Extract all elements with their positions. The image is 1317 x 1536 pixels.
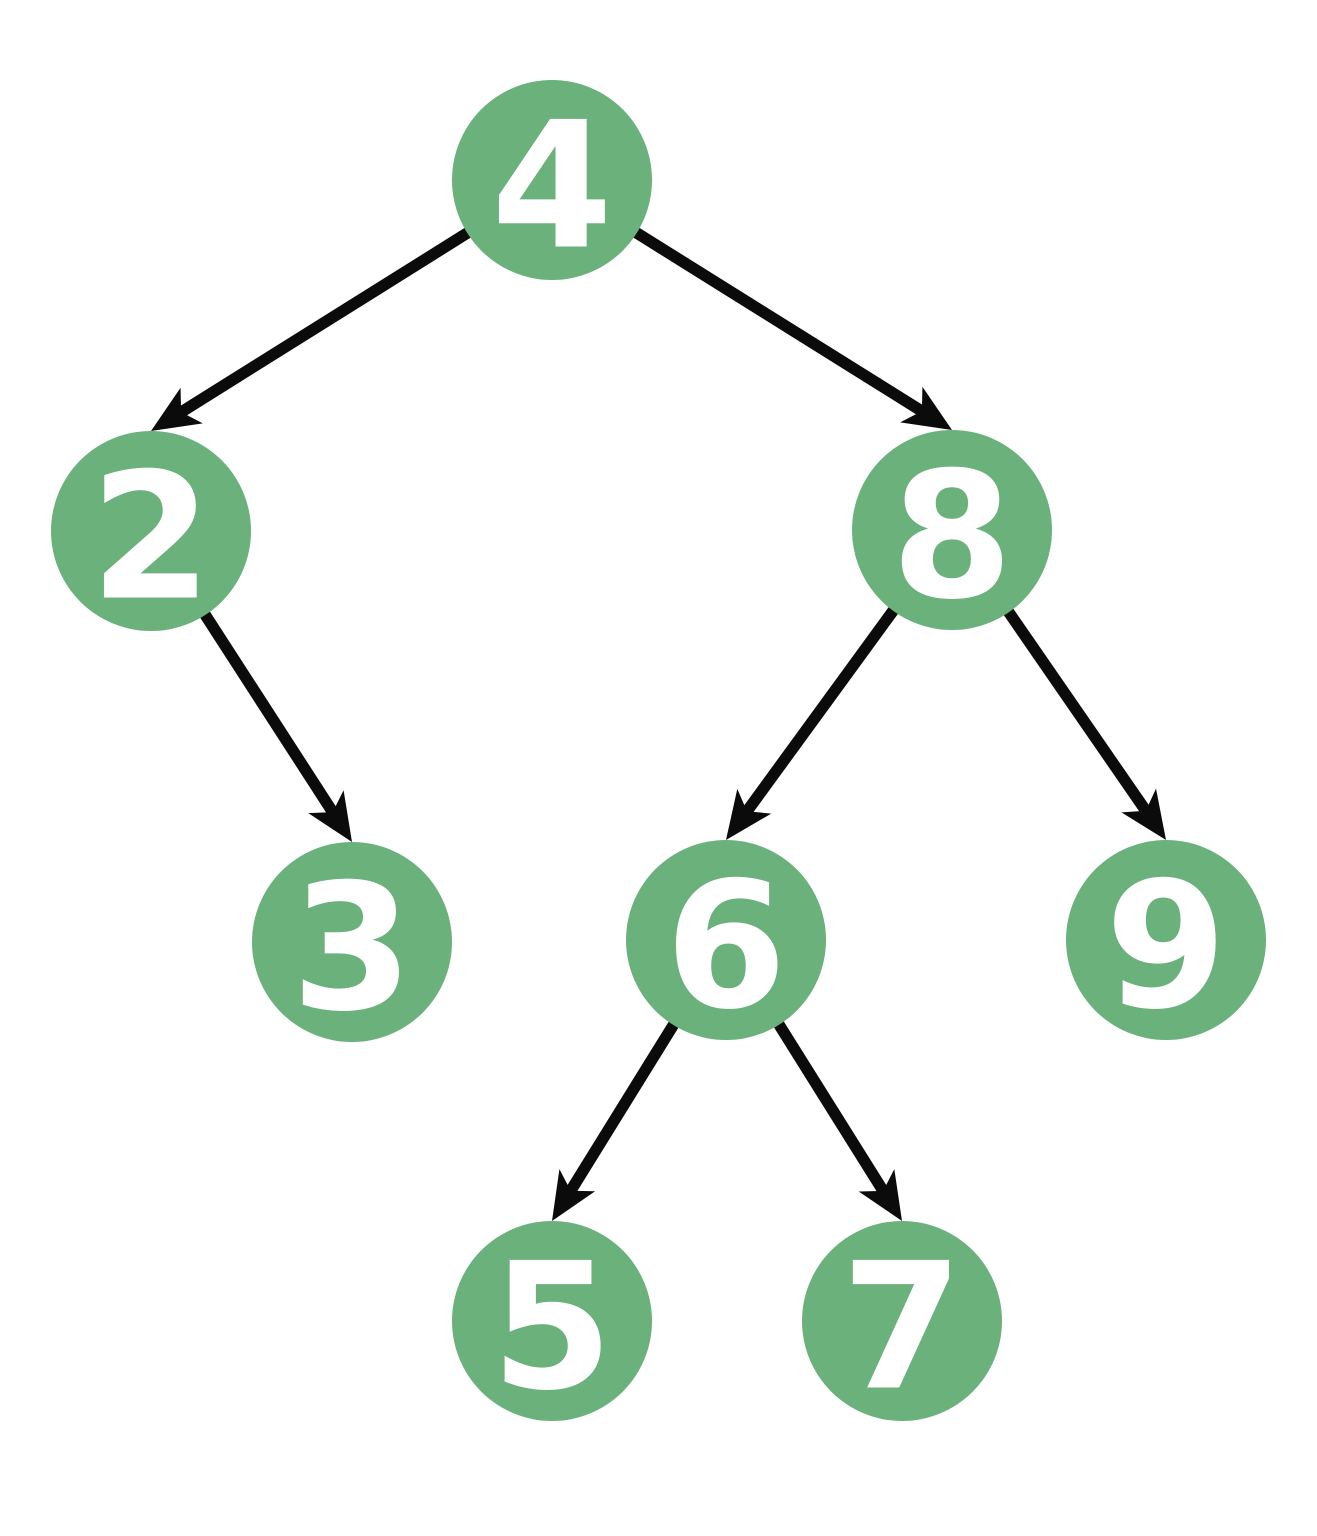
- edge-shaft: [773, 1018, 892, 1202]
- edge-shaft: [199, 609, 342, 823]
- node-value: 3: [291, 848, 413, 1051]
- edge-2-to-3: [199, 609, 352, 842]
- node-circle: [802, 1221, 1002, 1421]
- arrowhead-icon: [308, 790, 352, 842]
- tree-node-4: 4: [452, 80, 652, 289]
- tree-node-7: 7: [802, 1221, 1002, 1430]
- edge-shaft: [561, 1019, 680, 1202]
- tree-node-5: 5: [452, 1221, 652, 1430]
- node-value: 8: [891, 436, 1013, 639]
- arrowhead-icon: [900, 386, 952, 430]
- arrowhead-icon: [858, 1169, 902, 1221]
- node-circle: [1066, 840, 1266, 1040]
- tree-node-6: 6: [626, 840, 826, 1049]
- node-circle: [51, 431, 251, 631]
- edge-8-to-6: [726, 605, 899, 840]
- node-circle: [252, 842, 452, 1042]
- tree-node-8: 8: [852, 430, 1052, 639]
- tree-node-3: 3: [252, 842, 452, 1051]
- edge-6-to-7: [773, 1018, 902, 1221]
- node-value: 2: [90, 437, 212, 640]
- node-value: 6: [665, 846, 787, 1049]
- node-value: 9: [1105, 846, 1227, 1049]
- nodes-layer: 4 2 8 3 6 9 5 7: [51, 80, 1266, 1430]
- edge-4-to-8: [631, 227, 952, 430]
- node-circle: [626, 840, 826, 1040]
- tree-node-9: 9: [1066, 840, 1266, 1049]
- edge-shaft: [631, 227, 933, 420]
- arrowhead-icon: [1121, 788, 1166, 840]
- edge-shaft: [737, 605, 899, 822]
- node-circle: [452, 80, 652, 280]
- arrowhead-icon: [151, 387, 203, 431]
- node-circle: [452, 1221, 652, 1421]
- edge-shaft: [1003, 606, 1155, 822]
- edge-6-to-5: [552, 1019, 680, 1221]
- edge-8-to-9: [1003, 606, 1166, 840]
- edges-layer: [151, 227, 1166, 1221]
- node-circle: [852, 430, 1052, 630]
- edge-shaft: [170, 227, 473, 421]
- edge-4-to-2: [151, 227, 473, 431]
- arrowhead-icon: [726, 788, 772, 840]
- node-value: 4: [491, 86, 613, 289]
- tree-node-2: 2: [51, 431, 251, 640]
- node-value: 7: [841, 1227, 963, 1430]
- arrowhead-icon: [552, 1169, 596, 1221]
- node-value: 5: [491, 1227, 613, 1430]
